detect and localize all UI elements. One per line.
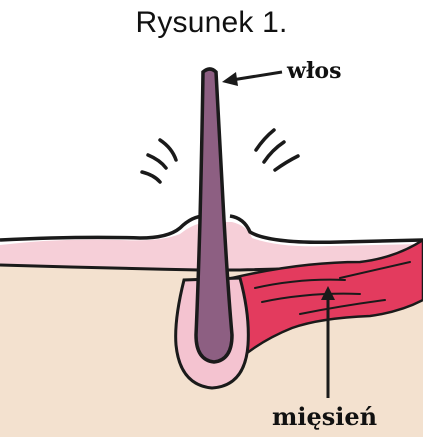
motion-lines-left — [142, 140, 176, 182]
muscle-label: mięsień — [272, 402, 377, 431]
hair-label: włos — [286, 58, 341, 84]
hair-shaft — [196, 69, 232, 362]
motion-lines-right — [256, 130, 298, 170]
hair-label-arrowhead — [222, 72, 238, 86]
hair-label-arrow-line — [232, 72, 282, 80]
skin-surface-line-right — [230, 216, 423, 242]
